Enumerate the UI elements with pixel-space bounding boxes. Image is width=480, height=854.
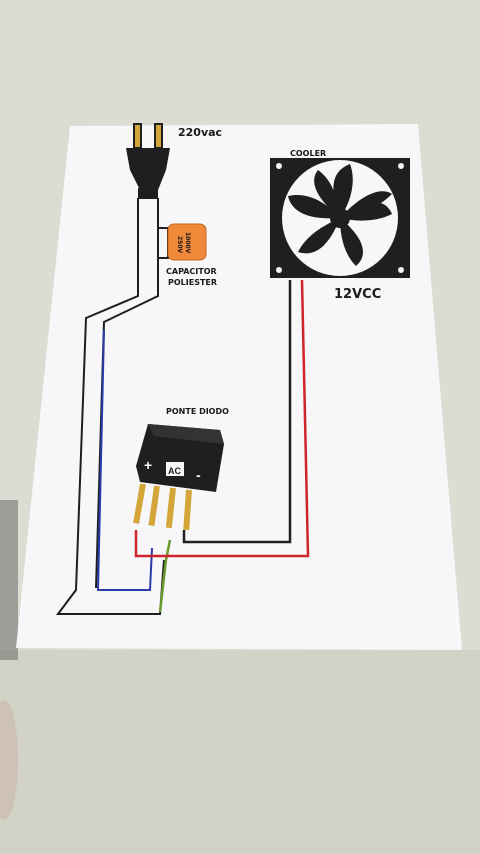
fan-black-wire bbox=[182, 280, 292, 544]
capacitor-marking-1: 1000V bbox=[184, 232, 191, 254]
fan-red-wire bbox=[134, 279, 310, 558]
bridge-label: PONTE DIODO bbox=[166, 407, 229, 416]
hand-shadow bbox=[0, 700, 18, 820]
capacitor-marking-2: 250V bbox=[176, 236, 183, 254]
fan-icon bbox=[270, 158, 410, 278]
power-label: 220vac bbox=[178, 126, 222, 139]
table-foreground bbox=[0, 650, 480, 854]
cooler-label: COOLER bbox=[290, 149, 326, 158]
capacitor-icon: 1000V 250V bbox=[157, 223, 207, 261]
plug-icon bbox=[126, 123, 170, 198]
bridge-ac-label: AC bbox=[168, 466, 181, 476]
capacitor-label-line1: CAPACITOR bbox=[166, 267, 217, 276]
bridge-minus-label: - bbox=[196, 467, 201, 483]
capacitor-label-line2: POLIESTER bbox=[168, 278, 217, 287]
blue-wire bbox=[96, 329, 153, 591]
bridge-plus-label: + bbox=[144, 457, 152, 473]
voltage-label: 12VCC bbox=[334, 287, 381, 302]
green-wire bbox=[158, 539, 172, 613]
bridge-rectifier-icon bbox=[133, 424, 224, 531]
device-edge bbox=[0, 500, 18, 660]
